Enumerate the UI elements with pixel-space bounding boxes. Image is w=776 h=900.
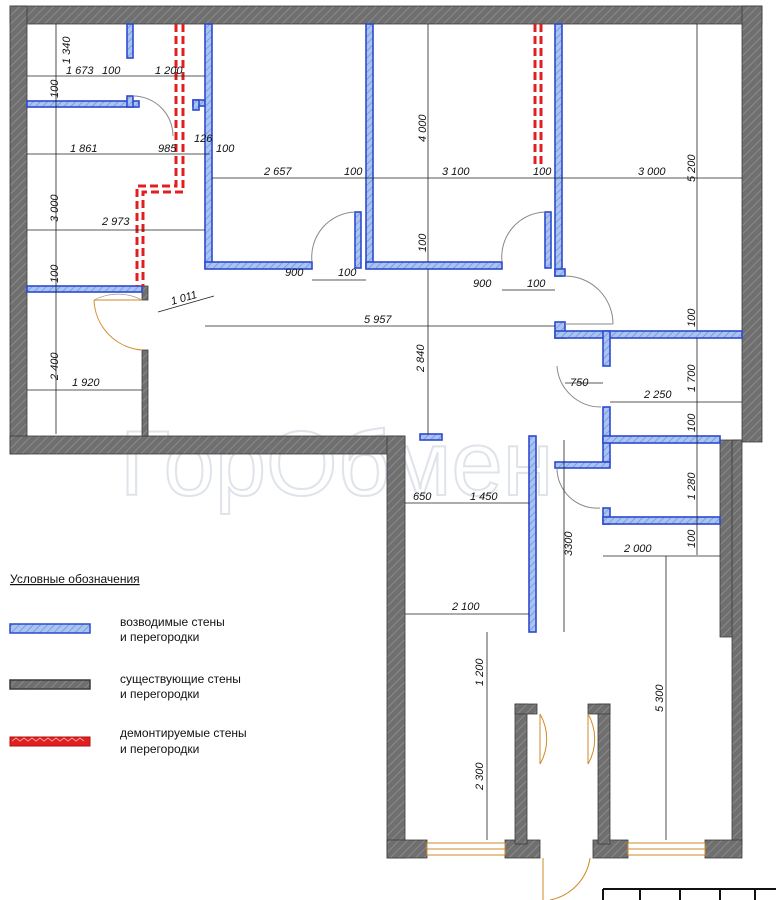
dimension-lines	[27, 24, 742, 840]
legend-title: Условные обозначения	[10, 572, 140, 586]
legend-swatch-existing	[9, 679, 91, 690]
new-walls	[26, 23, 743, 633]
dim-label: 900	[285, 267, 304, 279]
dim-label: 4 000	[417, 114, 429, 142]
legend-item-demolished-line1: демонтируемые стены	[120, 726, 247, 740]
dim-label: 100	[216, 143, 235, 155]
dim-label: 1 700	[686, 364, 698, 392]
legend-item-existing-line2: и перегородки	[120, 687, 199, 701]
dim-label: 1 861	[70, 143, 98, 155]
dim-label: 5 200	[686, 154, 698, 182]
dim-label: 750	[570, 377, 589, 389]
dim-label: 5 957	[364, 314, 392, 326]
dim-label: 3 000	[638, 166, 666, 178]
dim-label: 100	[527, 278, 546, 290]
dim-label: 100	[49, 264, 61, 283]
legend-item-new-line2: и перегородки	[120, 630, 199, 644]
dim-label: 126	[194, 133, 213, 145]
watermark: ГорОбмен	[120, 413, 553, 515]
demolished-walls	[135, 24, 543, 286]
legend-item-existing-line1: существующие стены	[120, 672, 241, 686]
legend-item-demolished-line2: и перегородки	[120, 742, 199, 756]
legend-item-new-line1: возводимые стены	[120, 615, 225, 629]
doors	[93, 95, 614, 900]
dim-label: 3 100	[442, 166, 470, 178]
dim-label: 1 920	[72, 377, 100, 389]
dim-label: 2 300	[474, 762, 486, 791]
dim-label: 2 000	[623, 543, 652, 555]
dim-label: 1 011	[170, 289, 199, 308]
dim-label: 100	[686, 308, 698, 327]
dim-label: 2 100	[451, 601, 480, 613]
dim-label: 100	[49, 79, 61, 98]
dim-label: 900	[473, 278, 492, 290]
dim-label: 100	[686, 529, 698, 548]
dim-label: 100	[417, 233, 429, 252]
title-block-fragment	[602, 888, 776, 900]
legend-swatch-new	[9, 623, 91, 634]
dim-label: 1 340	[61, 36, 73, 64]
dim-label: 650	[413, 491, 432, 503]
legend-swatch-demolished	[9, 736, 91, 747]
dim-label: 100	[338, 267, 357, 279]
windows	[426, 842, 706, 856]
dim-label: 2 973	[101, 216, 130, 228]
dim-label: 100	[533, 166, 552, 178]
dim-label: 100	[686, 413, 698, 432]
dim-label: 1 280	[686, 472, 698, 500]
dim-label: 985	[158, 143, 177, 155]
dim-label: 1 200	[155, 65, 183, 77]
dim-label: 2 840	[415, 344, 427, 373]
dim-label: 1 673	[66, 65, 94, 77]
dim-label: 1 450	[470, 491, 498, 503]
dim-label: 5 300	[654, 684, 666, 712]
dim-label: 2 657	[263, 166, 292, 178]
dim-label: 3 000	[49, 194, 61, 222]
dim-label: 100	[102, 65, 121, 77]
legend: Условные обозначения возводимые стены и …	[9, 572, 247, 756]
dim-label: 100	[344, 166, 363, 178]
dim-label: 1 200	[474, 658, 486, 686]
dim-label: 2 250	[643, 389, 672, 401]
existing-walls	[9, 5, 763, 859]
dimension-labels: 1 340 1 673 100 1 200 100 1 861 985 126 …	[49, 36, 698, 791]
dim-label: 3300	[563, 531, 575, 556]
dim-label: 2 400	[49, 352, 61, 381]
